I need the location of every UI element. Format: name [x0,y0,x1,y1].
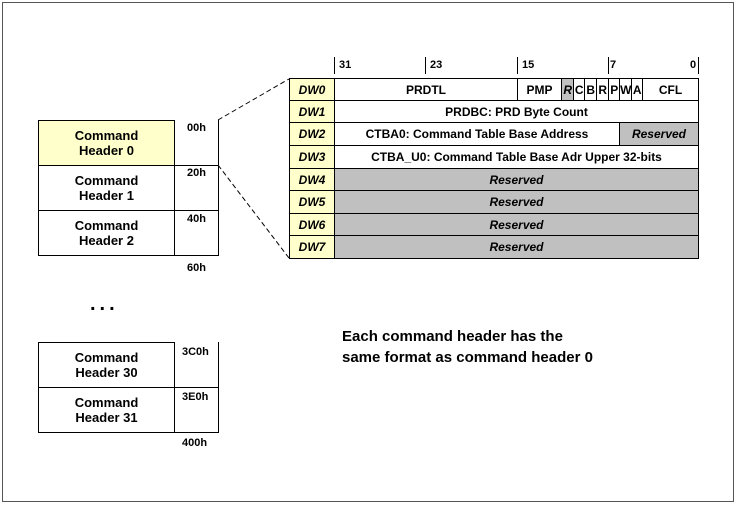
header-label-line1: Command [74,218,139,233]
dw-label: DW3 [289,145,335,169]
header-label-line2: Header 30 [75,365,138,380]
dw-label: DW5 [289,190,335,214]
offset-label: 400h [182,437,208,449]
bit-tick [608,57,609,74]
field-dw7-reserved: Reserved [334,235,699,259]
header-label-line1: Command [74,128,139,143]
note-line1: Each command header has the [342,328,563,345]
offset-line [175,255,219,256]
field-pmp: PMP [517,78,562,101]
ellipsis: ... [90,293,119,315]
field-dw4-reserved: Reserved [334,168,699,191]
bit-label-31: 31 [339,59,352,71]
header-label-line2: Header 0 [79,143,134,158]
offset-line [175,432,219,433]
field-prdtl: PRDTL [334,78,518,101]
field-ctba: CTBA0: Command Table Base Address [334,122,620,146]
field-ctba-upper: CTBA_U0: Command Table Base Adr Upper 32… [334,145,699,169]
bit-tick [698,57,699,74]
dw-label: DW1 [289,100,335,123]
header-label-line1: Command [74,350,139,365]
field-dw5-reserved: Reserved [334,190,699,214]
field-cfl: CFL [642,78,699,101]
field-dw2-reserved: Reserved [619,122,699,146]
dw-label: DW7 [289,235,335,259]
offset-label: 60h [187,262,206,274]
format-note: Each command header has the same format … [342,326,593,368]
field-prdbc: PRDBC: PRD Byte Count [334,100,699,123]
header-label-line1: Command [74,173,139,188]
dw-label: DW2 [289,122,335,146]
dw-label: DW6 [289,213,335,236]
header-label-line2: Header 2 [79,233,134,248]
offset-line [175,210,219,211]
note-line2: same format as command header 0 [342,349,593,366]
offset-label: 00h [187,122,206,134]
bit-label-15: 15 [522,59,535,71]
header-label-line2: Header 31 [75,410,138,425]
offset-label: 3C0h [182,346,209,358]
offset-line [175,387,219,388]
dw-label: DW0 [289,78,335,101]
header-label-line1: Command [74,395,139,410]
offset-label: 3E0h [182,391,209,403]
header-label-line2: Header 1 [79,188,134,203]
offset-column-line [218,120,219,256]
bit-label-23: 23 [430,59,443,71]
field-dw6-reserved: Reserved [334,213,699,236]
offset-label: 40h [187,213,206,225]
dw-label: DW4 [289,168,335,191]
bit-tick [517,57,518,74]
offset-line [175,165,219,166]
bit-label-0: 0 [690,59,697,71]
offset-label: 20h [187,167,206,179]
bit-label-7: 7 [610,59,617,71]
bit-tick [334,57,335,74]
bit-tick [425,57,426,74]
